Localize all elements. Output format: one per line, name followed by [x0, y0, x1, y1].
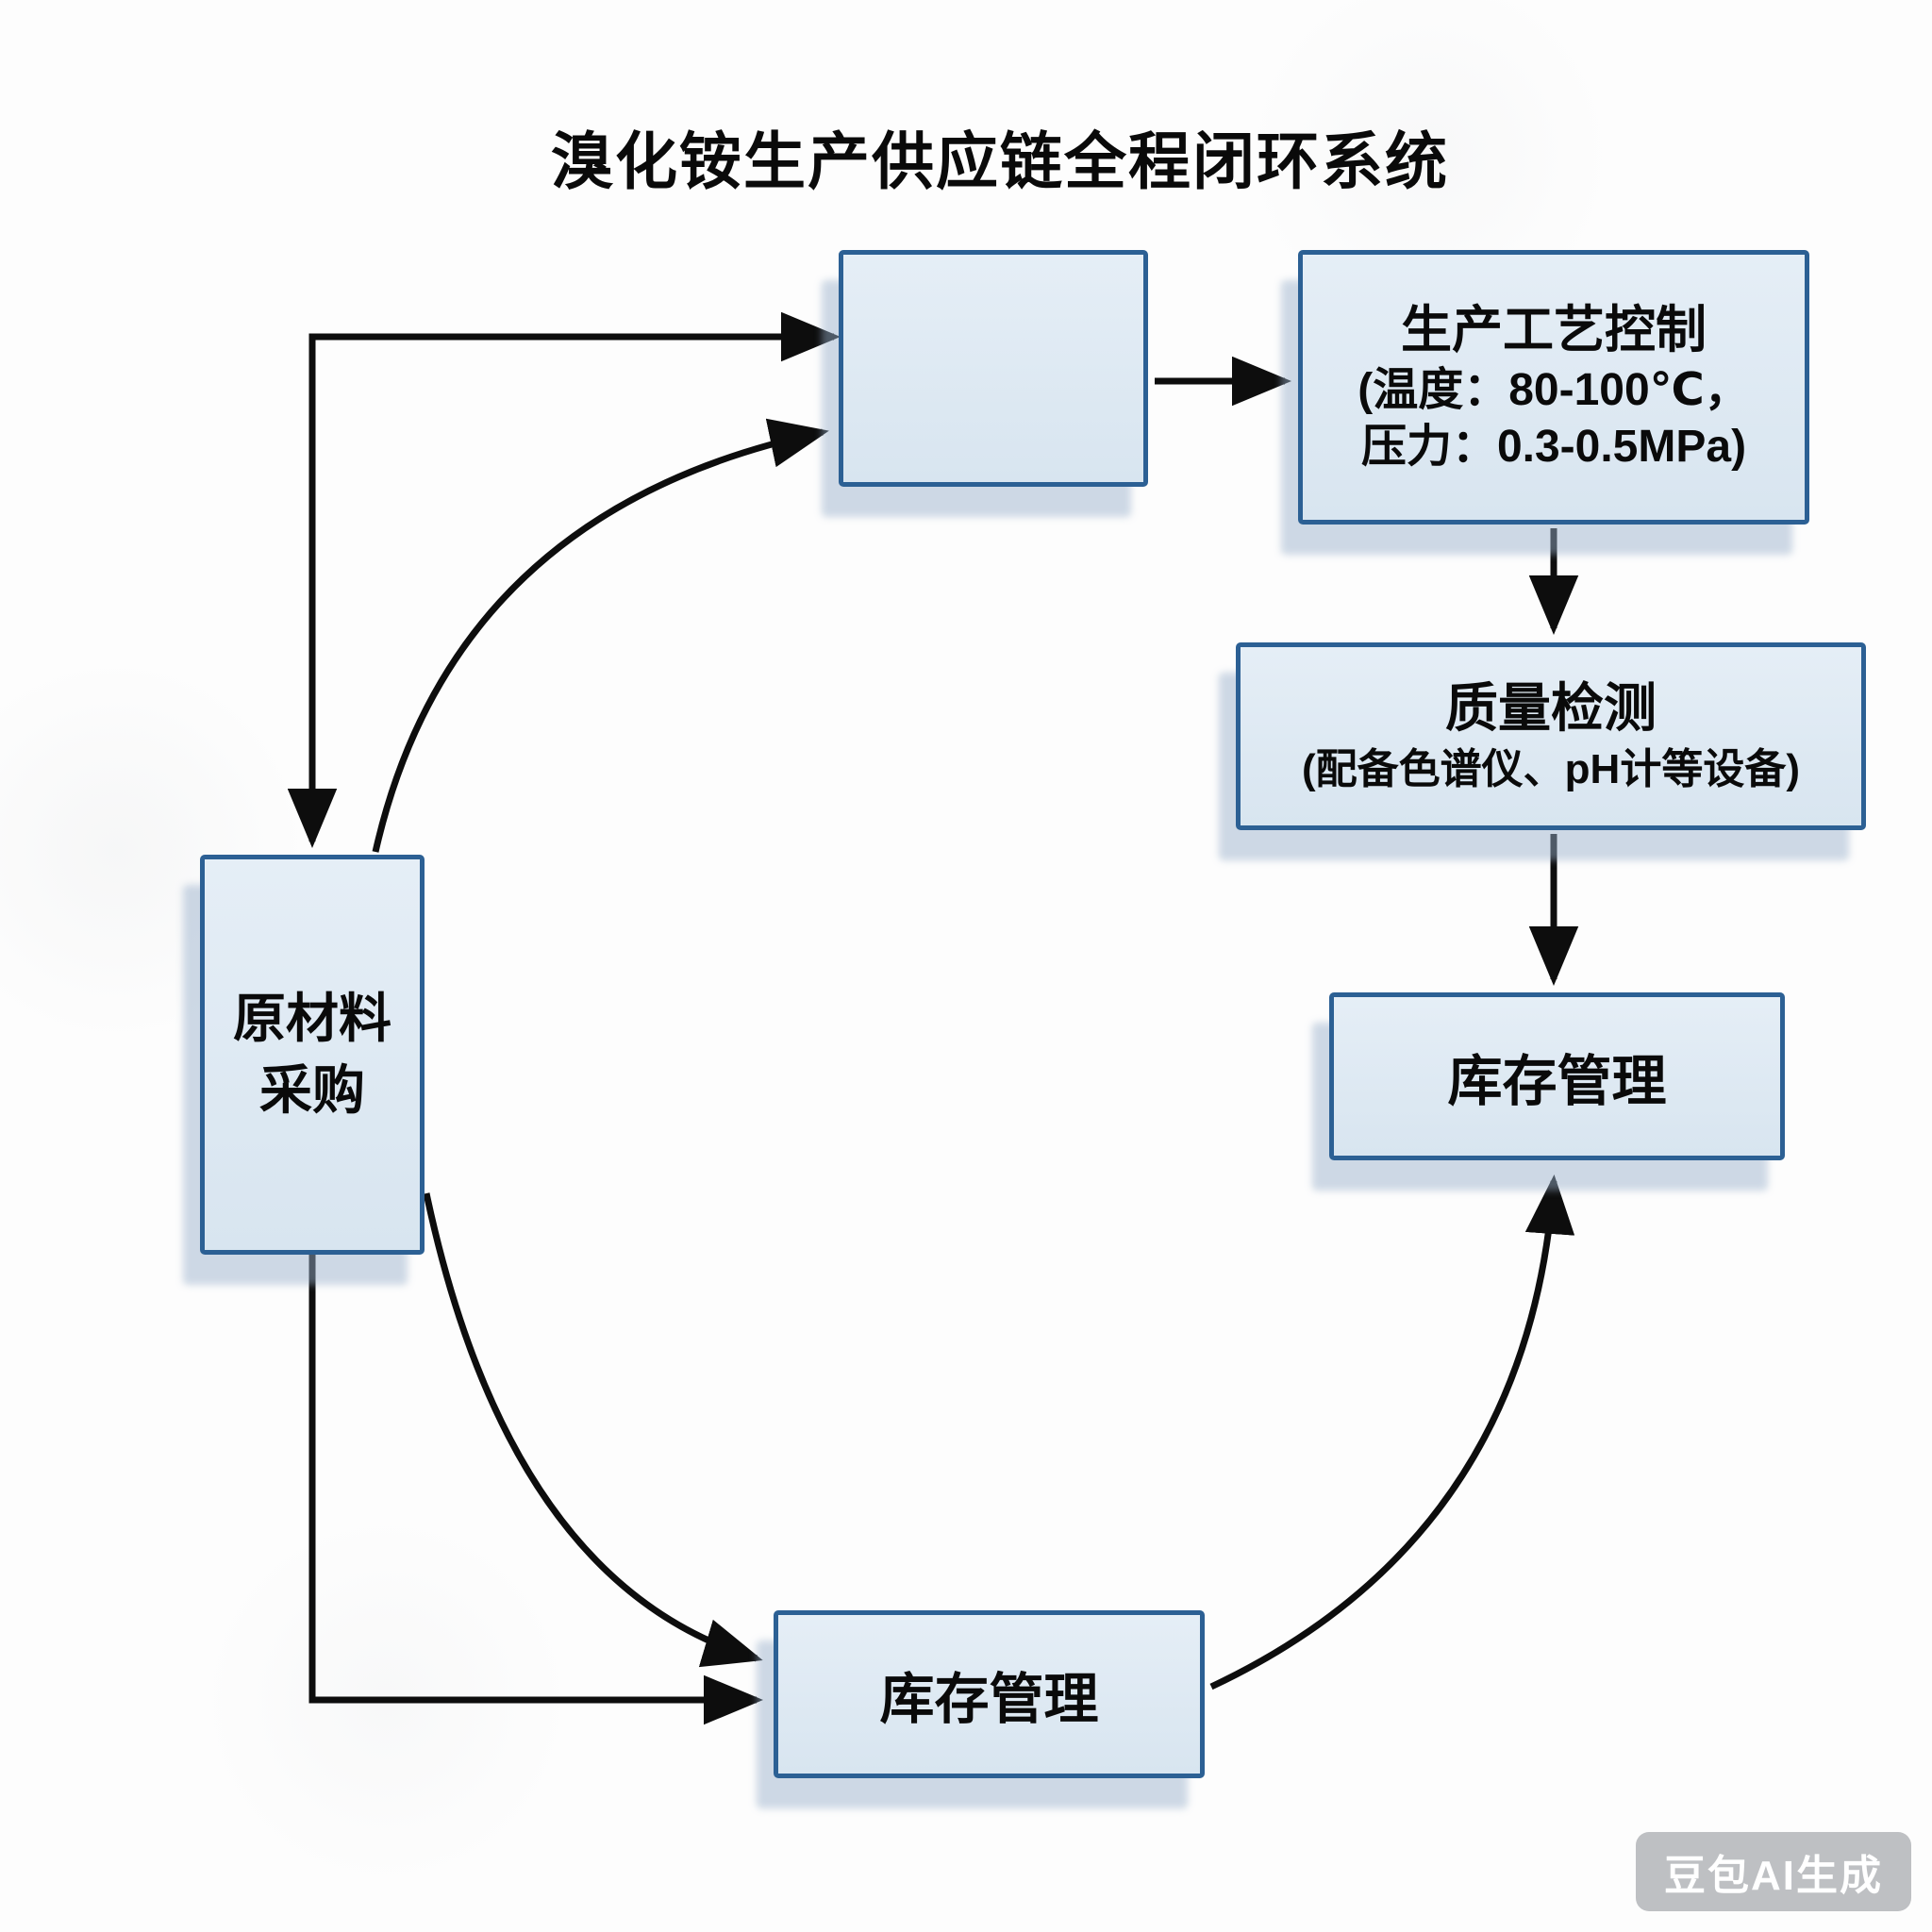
- node-process-control-pressure: 压力：0.3-0.5MPa): [1360, 422, 1747, 473]
- node-inventory-bottom: 库存管理: [774, 1610, 1205, 1778]
- arrow-raw-to-inventory-elbow: [308, 1255, 763, 1725]
- arrow-raw-to-inventory-curve: [423, 1192, 763, 1668]
- node-raw-material-line1: 原材料: [233, 989, 391, 1049]
- node-quality-check-detail: (配备色谱仪、pH计等设备): [1302, 745, 1800, 792]
- arrow-raw-to-blank-curve: [372, 418, 829, 853]
- node-blank: [839, 250, 1148, 487]
- watermark-badge: 豆包AI生成: [1636, 1832, 1911, 1911]
- diagram-title: 溴化铵生产供应链全程闭环系统: [551, 126, 1449, 196]
- node-inventory-bottom-label: 库存管理: [879, 1669, 1099, 1730]
- node-quality-check-title: 质量检测: [1445, 677, 1657, 738]
- node-process-control-title: 生产工艺控制: [1401, 301, 1707, 358]
- arrow-inventory-bottom-to-right-curve: [1209, 1174, 1575, 1690]
- node-quality-check: 质量检测 (配备色谱仪、pH计等设备): [1236, 642, 1866, 830]
- node-process-control-temp: (温度：80-100℃，: [1357, 365, 1750, 416]
- node-raw-material-line2: 采购: [259, 1060, 365, 1120]
- watermark-text: 豆包AI生成: [1664, 1853, 1883, 1899]
- node-inventory-right: 库存管理: [1329, 992, 1785, 1160]
- arrow-elbow-blank-and-raw: [287, 311, 841, 848]
- node-process-control: 生产工艺控制 (温度：80-100℃， 压力：0.3-0.5MPa): [1298, 250, 1809, 525]
- node-raw-material: 原材料 采购: [200, 855, 425, 1255]
- node-inventory-right-label: 库存管理: [1447, 1051, 1667, 1112]
